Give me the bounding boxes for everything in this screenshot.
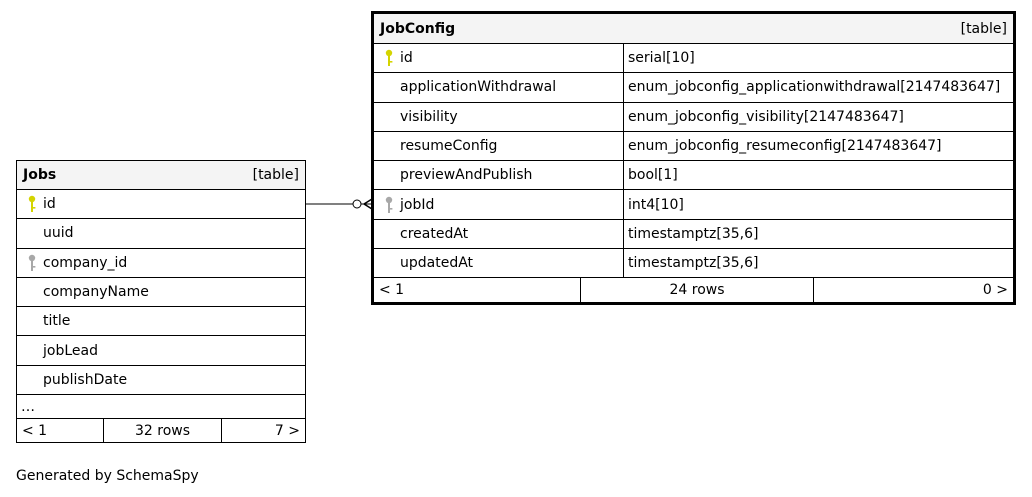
jobs-column-name-cell: companyName (17, 278, 305, 306)
jobconfig-column-type: serial[10] (623, 44, 1013, 73)
jobconfig-parents-count[interactable]: < 1 (379, 282, 405, 299)
jobs-column-row[interactable]: id (17, 190, 305, 220)
jobs-column-row[interactable]: uuid (17, 219, 305, 249)
jobs-column-name: uuid (43, 225, 74, 242)
jobconfig-column-name-cell: updatedAt (374, 249, 623, 277)
jobconfig-column-name-cell: jobId (374, 190, 623, 218)
jobs-column-name-cell: jobLead (17, 336, 305, 364)
jobconfig-column-type: bool[1] (623, 161, 1013, 190)
jobconfig-column-row[interactable]: updatedAt timestamptz[35,6] (374, 249, 1013, 279)
jobs-column-name-cell: title (17, 307, 305, 335)
jobs-column-name-cell: company_id (17, 249, 305, 277)
jobconfig-column-name-cell: visibility (374, 103, 623, 131)
jobconfig-column-type: timestamptz[35,6] (623, 249, 1013, 278)
jobs-column-row[interactable]: publishDate (17, 366, 305, 396)
jobconfig-column-type: timestamptz[35,6] (623, 219, 1013, 249)
relationship-optional-marker (352, 199, 362, 209)
jobconfig-column-name-cell: resumeConfig (374, 132, 623, 160)
jobs-column-name-cell: id (17, 190, 305, 218)
jobconfig-column-type: enum_jobconfig_resumeconfig[2147483647] (623, 131, 1013, 161)
jobconfig-column-name: createdAt (400, 225, 469, 242)
jobconfig-column-name: visibility (400, 108, 458, 125)
jobconfig-table-header[interactable]: JobConfig [table] (374, 14, 1013, 44)
jobconfig-column-name: resumeConfig (400, 138, 498, 155)
jobs-column-name: publishDate (43, 371, 128, 388)
jobs-column-row[interactable]: company_id (17, 249, 305, 278)
jobs-table-footer: < 1 32 rows 7 > (17, 419, 305, 443)
jobconfig-column-type: int4[10] (623, 190, 1013, 219)
jobconfig-column-row[interactable]: resumeConfig enum_jobconfig_resumeconfig[… (374, 131, 1013, 162)
jobconfig-column-name: applicationWithdrawal (400, 79, 557, 96)
jobconfig-table-footer: < 1 24 rows 0 > (374, 278, 1013, 303)
jobs-column-row[interactable]: companyName (17, 278, 305, 308)
jobs-children-count[interactable]: 7 > (221, 419, 305, 443)
jobconfig-column-name: jobId (400, 196, 435, 213)
jobs-column-row[interactable]: title (17, 307, 305, 337)
jobconfig-column-name-cell: id (374, 44, 623, 72)
jobs-column-row[interactable]: jobLead (17, 336, 305, 366)
jobconfig-column-name: previewAndPublish (400, 167, 533, 184)
jobconfig-row-count: 24 rows (580, 278, 813, 303)
jobs-table-header[interactable]: Jobs [table] (17, 161, 305, 190)
generated-by-caption: Generated by SchemaSpy (16, 468, 199, 484)
jobconfig-column-row[interactable]: createdAt timestamptz[35,6] (374, 219, 1013, 250)
jobconfig-children-count[interactable]: 0 > (813, 278, 1013, 303)
jobconfig-column-name: updatedAt (400, 255, 474, 272)
jobconfig-column-name-cell: createdAt (374, 220, 623, 248)
jobconfig-table-name: JobConfig (380, 20, 456, 37)
foreign-key-icon (378, 196, 400, 214)
jobs-column-name-cell: uuid (17, 219, 305, 247)
jobs-table[interactable]: Jobs [table] id uuid company_id companyName… (16, 160, 306, 444)
jobconfig-column-name: id (400, 50, 413, 67)
jobconfig-table-kind: [table] (960, 20, 1007, 37)
jobs-column-name: id (43, 196, 56, 213)
jobconfig-column-row[interactable]: jobId int4[10] (374, 190, 1013, 220)
jobconfig-column-row[interactable]: previewAndPublish bool[1] (374, 161, 1013, 191)
jobs-row-count: 32 rows (103, 419, 221, 443)
foreign-key-icon (21, 254, 43, 272)
jobconfig-column-name-cell: previewAndPublish (374, 161, 623, 189)
jobconfig-column-row[interactable]: id serial[10] (374, 44, 1013, 74)
primary-key-icon (21, 195, 43, 213)
jobs-parents-count[interactable]: < 1 (22, 422, 48, 439)
jobs-column-name: companyName (43, 284, 149, 301)
jobconfig-column-name-cell: applicationWithdrawal (374, 73, 623, 101)
jobconfig-column-type: enum_jobconfig_applicationwithdrawal[214… (623, 73, 1013, 102)
relationship-crowfoot-marker (363, 198, 373, 210)
jobs-table-name: Jobs (23, 167, 57, 183)
primary-key-icon (378, 49, 400, 67)
jobconfig-column-row[interactable]: visibility enum_jobconfig_visibility[2147… (374, 102, 1013, 132)
jobs-column-name: jobLead (43, 342, 98, 359)
jobs-column-name: company_id (43, 254, 128, 271)
jobconfig-column-type: enum_jobconfig_visibility[2147483647] (623, 102, 1013, 131)
jobs-column-name-cell: publishDate (17, 366, 305, 394)
jobs-table-kind: [table] (252, 167, 299, 183)
jobs-more-columns: … (17, 395, 305, 420)
jobconfig-column-row[interactable]: applicationWithdrawal enum_jobconfig_appl… (374, 73, 1013, 103)
jobs-column-name: title (43, 313, 71, 330)
